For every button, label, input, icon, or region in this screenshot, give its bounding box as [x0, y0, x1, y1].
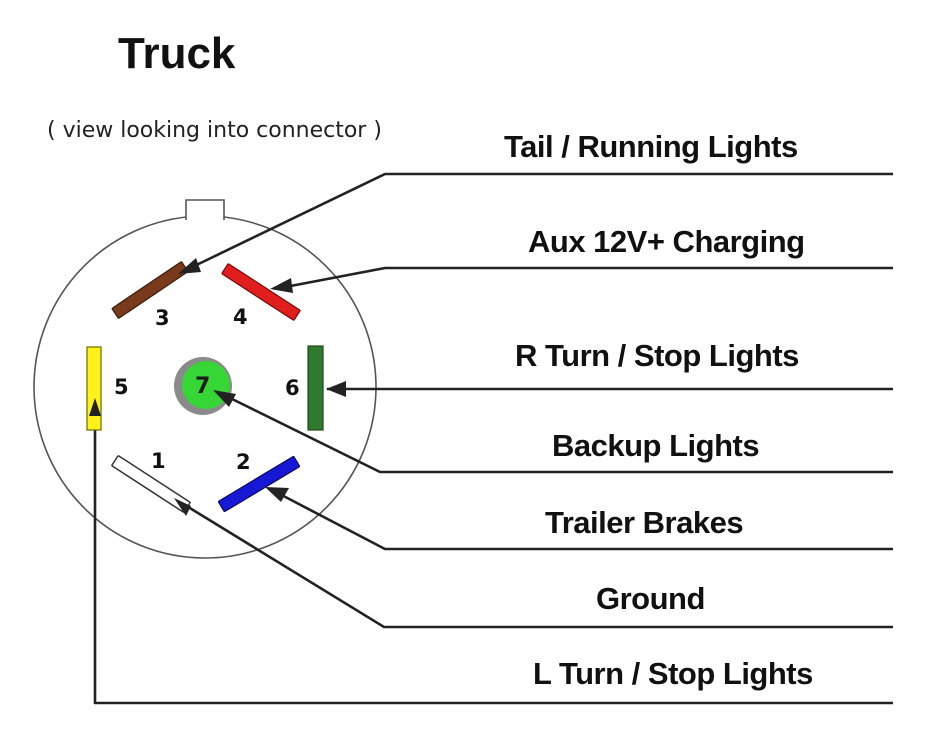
- pin-5-terminal: [86, 346, 102, 431]
- pin-2-terminal: [217, 455, 301, 513]
- pin-7-terminal: [182, 361, 230, 409]
- pin-4-number: 4: [233, 305, 248, 329]
- leader-aux-charging: [279, 266, 893, 290]
- label-r-turn-stop: R Turn / Stop Lights: [515, 338, 799, 373]
- pin-6-number: 6: [285, 376, 300, 400]
- pin-3-terminal: [111, 261, 189, 319]
- connector-key-tab-mask: [187, 215, 223, 225]
- arrow-backup: [213, 390, 236, 407]
- label-l-turn-stop: L Turn / Stop Lights: [533, 656, 813, 691]
- leader-tail-running: [183, 172, 893, 273]
- arrow-r-turn-stop: [326, 381, 346, 397]
- arrow-l-turn-stop: [89, 398, 101, 416]
- wire-arrowheads: [89, 258, 346, 516]
- pin-1-number: 1: [151, 449, 166, 473]
- arrow-aux-charging: [270, 278, 293, 293]
- leader-ground: [179, 500, 893, 629]
- diagram-subtitle: ( view looking into connector ): [47, 118, 382, 143]
- label-backup: Backup Lights: [552, 428, 759, 463]
- label-tail-running: Tail / Running Lights: [504, 129, 798, 164]
- diagram-title: Truck: [118, 29, 236, 78]
- pin-6-terminal: [307, 345, 324, 431]
- leader-backup: [221, 392, 893, 474]
- leader-trailer-brakes: [271, 488, 893, 551]
- arrow-ground: [174, 498, 191, 516]
- label-trailer-brakes: Trailer Brakes: [545, 505, 743, 540]
- label-aux-charging: Aux 12V+ Charging: [528, 224, 805, 259]
- label-ground: Ground: [596, 581, 705, 616]
- leader-l-turn-stop: [93, 405, 893, 705]
- pin-4-terminal: [221, 263, 301, 321]
- arrow-tail-running: [178, 258, 201, 274]
- pin-3-number: 3: [155, 306, 170, 330]
- pin-5-number: 5: [114, 375, 129, 399]
- wire-leaders: [93, 172, 893, 705]
- pin-2-number: 2: [236, 450, 251, 474]
- pin-7-number: 7: [195, 374, 210, 399]
- arrow-trailer-brakes: [265, 487, 289, 502]
